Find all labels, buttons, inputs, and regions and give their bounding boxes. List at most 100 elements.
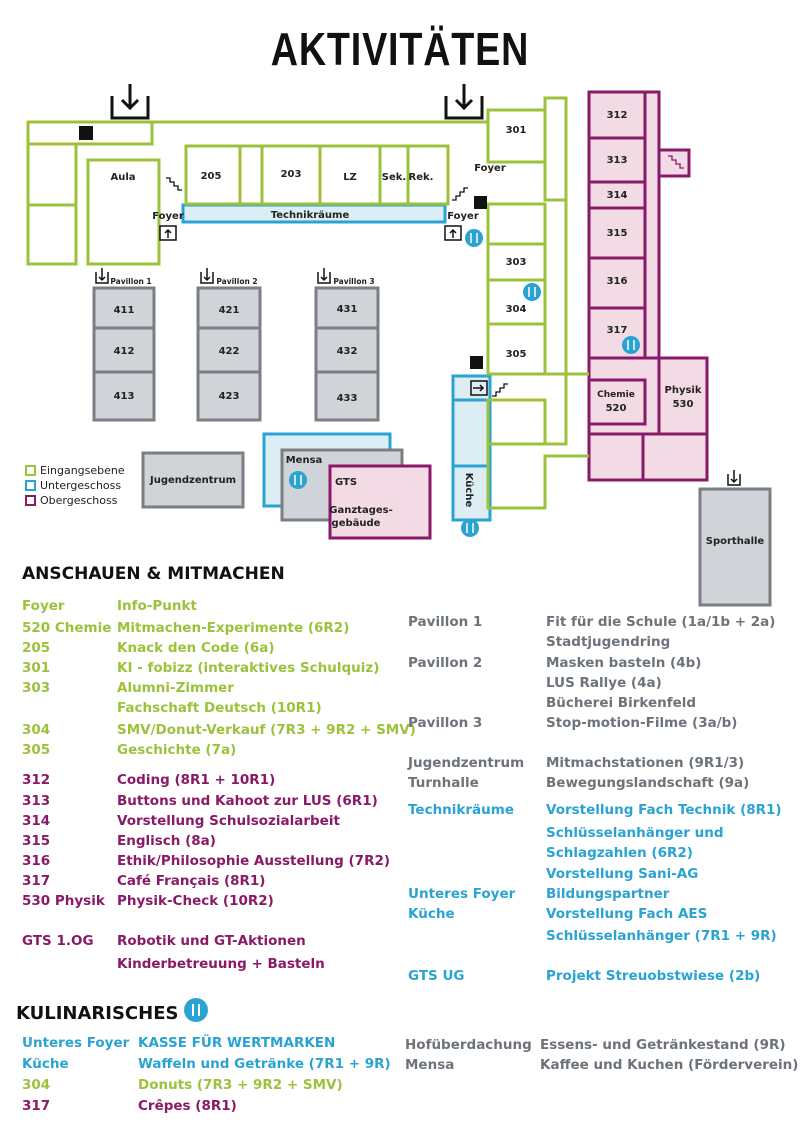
label-sek: Sek. <box>382 172 406 183</box>
label-mensa: Mensa <box>286 455 323 466</box>
room-312[interactable] <box>587 90 647 140</box>
room-305[interactable] <box>486 322 547 376</box>
activity-place: Mensa <box>405 1057 455 1073</box>
legend-label: Untergeschoss <box>40 479 122 492</box>
activity-text: Mitmachen-Experimente (6R2) <box>117 620 350 636</box>
activity-place: 303 <box>22 680 51 696</box>
activity-text: Essens- und Getränkestand (9R) <box>540 1037 786 1053</box>
room-413[interactable] <box>92 370 156 422</box>
activity-text: Masken basteln (4b) <box>546 655 702 671</box>
activity-place: 313 <box>22 793 51 809</box>
label-530: 530 <box>673 399 694 410</box>
activity-place: 317 <box>22 873 51 889</box>
label-technik: Technikräume <box>271 210 350 221</box>
activity-text: Knack den Code (6a) <box>117 640 275 656</box>
legend-label: Obergeschoss <box>40 494 118 507</box>
label-413: 413 <box>114 391 135 402</box>
label-313: 313 <box>607 155 628 166</box>
room-411[interactable] <box>92 286 156 330</box>
activity-text: Fit für die Schule (1a/1b + 2a) <box>546 614 776 630</box>
label-aula: Aula <box>110 172 135 183</box>
activity-place: Technikräume <box>408 802 515 818</box>
sporthalle[interactable] <box>698 487 772 607</box>
activity-text: Schlüsselanhänger und <box>546 825 724 841</box>
activity-text: Mitmachstationen (9R1/3) <box>546 755 745 771</box>
activity-place: 304 <box>22 722 51 738</box>
jugendzentrum[interactable] <box>141 451 245 509</box>
pavillon-entrance-icon <box>95 225 741 486</box>
activity-place: Pavillon 1 <box>408 614 483 630</box>
activity-text: Vorstellung Fach AES <box>546 906 708 922</box>
label-422: 422 <box>219 346 240 357</box>
legend-swatch <box>25 495 36 506</box>
label-423: 423 <box>219 391 240 402</box>
activity-place: Hofüberdachung <box>405 1037 532 1053</box>
label-gts-sub2: gebäude <box>332 518 381 529</box>
activity-text: Kinderbetreuung + Basteln <box>117 956 325 972</box>
activity-text: Bücherei Birkenfeld <box>546 695 697 711</box>
legend-item: Eingangsebene <box>25 464 125 477</box>
label-foyer-right: Foyer <box>447 211 479 222</box>
activity-place: Unteres Foyer <box>408 886 516 902</box>
activity-text: Robotik und GT-Aktionen <box>117 933 306 949</box>
activity-text: Vorstellung Fach Technik (8R1) <box>546 802 782 818</box>
room-313[interactable] <box>587 136 647 184</box>
room-314[interactable] <box>587 180 647 210</box>
label-314: 314 <box>607 190 628 201</box>
label-pav3: Pavillon 3 <box>333 277 374 286</box>
activity-text: Info-Punkt <box>117 598 197 614</box>
label-rek: Rek. <box>409 172 434 183</box>
activity-place: GTS UG <box>408 968 465 984</box>
label-gts: GTS <box>335 477 357 488</box>
label-412: 412 <box>114 346 135 357</box>
food-icon <box>289 229 640 537</box>
activity-text: Vorstellung Schulsozialarbeit <box>117 813 340 829</box>
label-jugendzentrum: Jugendzentrum <box>149 475 236 486</box>
activity-place: 315 <box>22 833 51 849</box>
activity-place: Turnhalle <box>408 775 479 791</box>
label-physik: Physik <box>665 385 702 396</box>
legend-swatch <box>25 465 36 476</box>
stairs-icon <box>166 155 684 397</box>
label-433: 433 <box>337 393 358 404</box>
school-map: Aula 205 203 LZ Sek. Rek. Technikräume F… <box>26 84 772 607</box>
label-303: 303 <box>506 257 527 268</box>
room-433[interactable] <box>314 370 380 422</box>
label-pav1: Pavillon 1 <box>110 277 151 286</box>
label-sporthalle: Sporthalle <box>706 536 765 547</box>
label-312: 312 <box>607 110 628 121</box>
room-422[interactable] <box>196 326 262 374</box>
room-530[interactable] <box>657 356 709 436</box>
room-423[interactable] <box>196 370 262 422</box>
room-520[interactable] <box>587 378 647 426</box>
section-title-food: KULINARISCHES <box>16 1003 179 1024</box>
aula[interactable] <box>86 158 161 266</box>
label-foyer-left: Foyer <box>152 211 184 222</box>
activity-text: Café Français (8R1) <box>117 873 266 889</box>
activity-text: LUS Rallye (4a) <box>546 675 662 691</box>
activity-text: Schlagzahlen (6R2) <box>546 845 693 861</box>
activity-place: 530 Physik <box>22 893 105 909</box>
entrance-icon <box>444 84 484 120</box>
eingangsebene <box>26 96 589 510</box>
entrance-icon <box>110 84 150 120</box>
label-421: 421 <box>219 305 240 316</box>
room-432[interactable] <box>314 326 380 374</box>
label-411: 411 <box>114 305 135 316</box>
label-gts-sub1: Ganztages- <box>329 505 392 516</box>
label-205: 205 <box>201 171 222 182</box>
activity-place: Jugendzentrum <box>408 755 525 771</box>
activity-text: Waffeln und Getränke (7R1 + 9R) <box>138 1056 391 1072</box>
label-432: 432 <box>337 346 358 357</box>
label-305: 305 <box>506 349 527 360</box>
activity-text: Bewegungslandschaft (9a) <box>546 775 750 791</box>
toilet-icon <box>79 126 487 369</box>
room-412[interactable] <box>92 326 156 374</box>
activity-text: Bildungspartner <box>546 886 670 902</box>
activity-text: Physik-Check (10R2) <box>117 893 274 909</box>
room-301[interactable] <box>486 108 547 164</box>
activity-text: Projekt Streuobstwiese (2b) <box>546 968 761 984</box>
activity-text: Ethik/Philosophie Ausstellung (7R2) <box>117 853 391 869</box>
activity-place: Pavillon 3 <box>408 715 483 731</box>
legend-label: Eingangsebene <box>40 464 125 477</box>
